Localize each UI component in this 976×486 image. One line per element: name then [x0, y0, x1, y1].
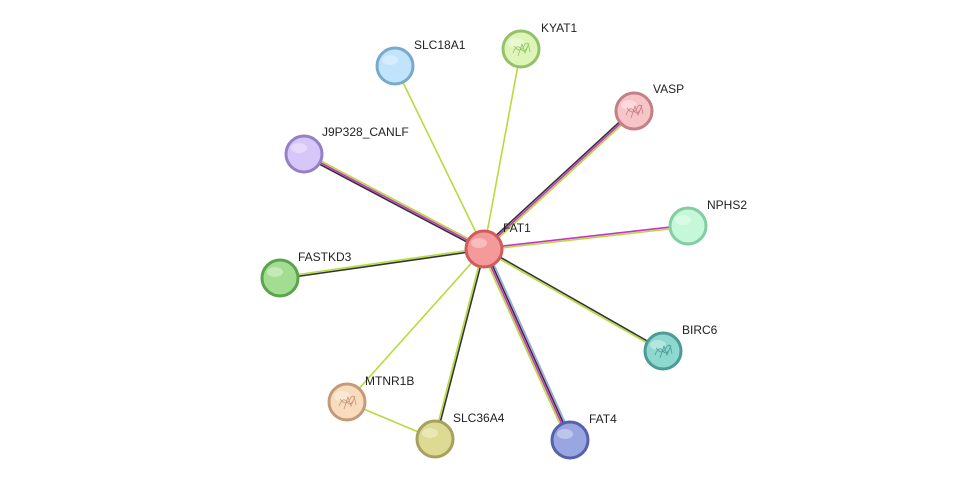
edge-evidence-line	[484, 111, 636, 251]
edge-fat1-slc18a1[interactable]	[394, 65, 485, 250]
node-highlight	[557, 429, 573, 439]
edge-evidence-line	[480, 249, 569, 442]
protein-structure-icon	[338, 395, 357, 410]
node-label: J9P328_CANLF	[322, 125, 409, 139]
edge-evidence-line	[435, 249, 486, 440]
node-nphs2[interactable]: NPHS2	[668, 198, 747, 246]
protein-structure-icon	[654, 344, 673, 359]
node-slc36a4[interactable]: SLC36A4	[415, 411, 505, 459]
edge-evidence-line	[483, 110, 635, 250]
edge-evidence-line	[484, 248, 572, 440]
edge-fat1-kyat1[interactable]	[483, 48, 522, 250]
edge-fat1-birc6[interactable]	[483, 247, 664, 353]
node-circle[interactable]	[415, 419, 455, 459]
edge-fat1-slc36a4[interactable]	[433, 248, 486, 440]
edge-fat1-nphs2[interactable]	[483, 224, 689, 251]
node-j9p328-canlf[interactable]: J9P328_CANLF	[284, 125, 409, 174]
node-label: MTNR1B	[365, 374, 414, 388]
node-highlight	[382, 55, 398, 65]
edge-fat1-mtnr1b[interactable]	[346, 248, 485, 403]
node-label: VASP	[653, 82, 684, 96]
node-label: SLC36A4	[453, 411, 505, 425]
node-birc6[interactable]: BIRC6	[643, 323, 718, 371]
edge-evidence-line	[484, 226, 689, 251]
edge-evidence-line	[346, 248, 485, 403]
edge-fat1-j9p328-canlf[interactable]	[302, 151, 486, 252]
node-circle[interactable]	[284, 134, 324, 174]
node-fat4[interactable]: FAT4	[550, 412, 617, 460]
edge-evidence-line	[304, 151, 486, 249]
node-slc18a1[interactable]: SLC18A1	[375, 38, 466, 86]
protein-structure-icon	[512, 42, 531, 57]
node-kyat1[interactable]: KYAT1	[501, 21, 578, 69]
node-highlight	[621, 100, 637, 110]
edge-evidence-line	[394, 65, 485, 250]
edge-evidence-line	[485, 247, 574, 440]
node-fastkd3[interactable]: FASTKD3	[260, 250, 352, 298]
edge-evidence-line	[303, 153, 485, 250]
node-circle[interactable]	[550, 420, 590, 460]
node-label: BIRC6	[682, 323, 718, 337]
edge-evidence-line	[482, 109, 634, 249]
node-highlight	[334, 391, 350, 401]
edge-fat1-fastkd3[interactable]	[279, 247, 485, 280]
edge-evidence-line	[433, 248, 484, 439]
node-label: FAT4	[589, 412, 617, 426]
node-highlight	[675, 215, 691, 225]
node-highlight	[267, 267, 283, 277]
node-highlight	[650, 340, 666, 350]
edge-evidence-line	[483, 48, 522, 250]
node-circle[interactable]	[375, 46, 415, 86]
edge-evidence-line	[279, 247, 484, 278]
protein-structure-icon	[625, 104, 644, 119]
edge-fat1-vasp[interactable]	[482, 109, 636, 251]
node-highlight	[291, 143, 307, 153]
edge-fat1-fat4[interactable]	[480, 247, 574, 442]
node-label: KYAT1	[541, 21, 578, 35]
edge-evidence-line	[484, 247, 664, 351]
node-vasp[interactable]: VASP	[614, 82, 684, 131]
edges-layer	[279, 48, 689, 442]
edge-evidence-line	[280, 249, 485, 280]
edge-evidence-line	[302, 154, 484, 252]
node-fat1[interactable]: FAT1	[464, 221, 531, 269]
node-highlight	[422, 428, 438, 438]
node-circle[interactable]	[668, 206, 708, 246]
node-circle[interactable]	[464, 229, 504, 269]
node-highlight	[471, 238, 487, 248]
node-label: FAT1	[503, 221, 531, 235]
node-label: FASTKD3	[298, 250, 352, 264]
node-label: NPHS2	[707, 198, 747, 212]
node-mtnr1b[interactable]: MTNR1B	[327, 374, 414, 422]
edge-evidence-line	[482, 249, 570, 441]
node-label: SLC18A1	[414, 38, 466, 52]
edge-evidence-line	[483, 249, 663, 353]
node-highlight	[508, 38, 524, 48]
edge-evidence-line	[483, 224, 688, 249]
node-circle[interactable]	[260, 258, 300, 298]
